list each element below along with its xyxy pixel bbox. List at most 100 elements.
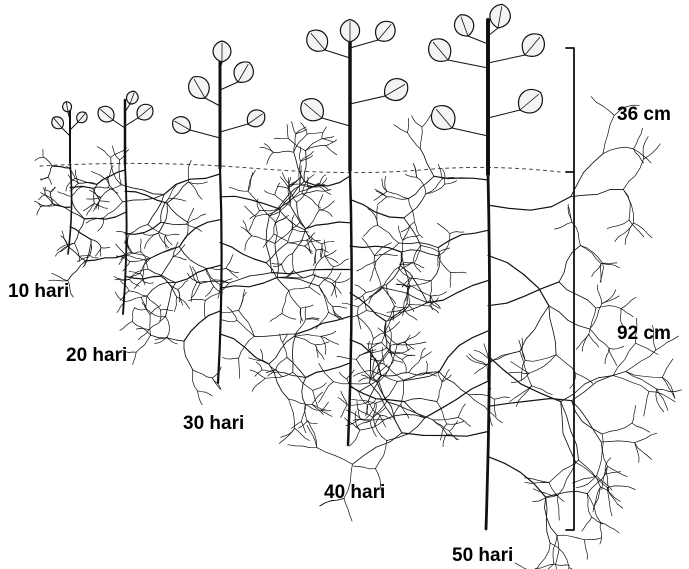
root-branch <box>358 287 381 307</box>
root-branch <box>597 285 602 304</box>
root-branch <box>546 491 588 497</box>
root-branch <box>378 225 399 243</box>
root-branch <box>164 174 220 194</box>
root-branch <box>450 232 464 234</box>
root-branch <box>306 363 350 378</box>
root-branch <box>136 335 150 352</box>
root-branch <box>179 220 220 247</box>
leaf-petiole <box>325 50 350 58</box>
leaf-petiole <box>125 118 138 126</box>
root-branch <box>378 328 397 345</box>
root-branch <box>245 236 252 251</box>
root-branch <box>405 174 417 177</box>
root-branch <box>125 222 161 234</box>
root-branch <box>288 228 293 243</box>
root-branch <box>138 330 149 340</box>
root-branch <box>280 177 288 188</box>
root-branch <box>304 151 306 182</box>
root-branch <box>134 308 146 310</box>
root-branch <box>333 307 340 320</box>
root-branch <box>373 322 399 339</box>
root-branch <box>447 422 464 425</box>
root-branch <box>572 372 626 401</box>
root-branch <box>288 243 305 246</box>
root-branch <box>401 250 438 256</box>
root-branch <box>319 363 334 381</box>
root-branch <box>520 306 549 352</box>
root-branch <box>206 287 214 297</box>
root-branch <box>488 197 571 211</box>
root-branch <box>449 421 457 431</box>
root-branch <box>184 341 193 370</box>
root-branch <box>549 306 590 329</box>
root-branch <box>353 466 375 469</box>
plant-1 <box>34 101 118 267</box>
root-branch <box>626 350 656 372</box>
root-branch <box>592 264 601 277</box>
root-branch <box>421 352 432 359</box>
root-branch <box>626 372 657 390</box>
root-branch <box>267 152 274 164</box>
root-branch <box>584 538 601 540</box>
root-branch <box>292 254 293 271</box>
root-branch <box>571 189 624 196</box>
root-branch <box>85 255 125 261</box>
root-branch <box>223 358 239 359</box>
root-branch <box>613 376 649 392</box>
root-branch <box>349 430 360 446</box>
root-branch <box>584 540 587 560</box>
root-branch <box>149 317 166 330</box>
root-branch <box>549 483 564 502</box>
root-branch <box>269 364 289 399</box>
root-branch <box>212 378 221 390</box>
leaf-petiole <box>468 36 488 44</box>
root-branch <box>445 181 457 184</box>
root-branch <box>422 115 431 127</box>
root-branch <box>376 191 387 197</box>
root-branch <box>469 395 489 412</box>
root-branch <box>557 535 584 540</box>
root-branch <box>355 293 366 300</box>
root-branch <box>245 206 256 216</box>
root-branch <box>50 187 55 192</box>
root-branch <box>322 242 334 244</box>
root-branch <box>433 420 449 431</box>
root-branch <box>421 245 439 252</box>
root-branch <box>129 291 147 296</box>
root-branch <box>426 361 428 373</box>
root-branch <box>387 191 409 198</box>
root-branch <box>179 247 205 269</box>
root-branch <box>394 306 408 308</box>
root-branch <box>125 296 147 302</box>
root-branch <box>404 398 437 401</box>
root-branch <box>509 372 529 373</box>
root-branch <box>91 240 101 248</box>
root-branch <box>273 264 281 267</box>
root-branch <box>289 399 295 428</box>
root-branch <box>325 256 334 267</box>
root-branch <box>337 356 356 359</box>
root-branch <box>634 128 643 149</box>
root-branch <box>141 252 148 269</box>
root-branch <box>165 234 179 235</box>
root-branch <box>239 290 245 311</box>
root-branch <box>319 210 332 217</box>
root-branch <box>260 148 273 153</box>
root-branch <box>621 309 633 317</box>
taproot <box>218 168 222 383</box>
root-branch <box>623 159 643 189</box>
root-branch <box>281 428 295 437</box>
root-branch <box>315 342 328 345</box>
root-branch <box>226 255 233 269</box>
root-branch <box>336 279 350 283</box>
root-branch <box>402 432 488 437</box>
root-branch <box>296 316 350 334</box>
root-branch <box>252 236 275 244</box>
root-branch <box>515 563 535 569</box>
root-branch <box>68 261 86 281</box>
root-branch <box>410 281 431 287</box>
root-branch <box>283 343 287 358</box>
root-branch <box>188 214 206 223</box>
root-branch <box>264 191 274 195</box>
root-branch <box>549 306 556 355</box>
